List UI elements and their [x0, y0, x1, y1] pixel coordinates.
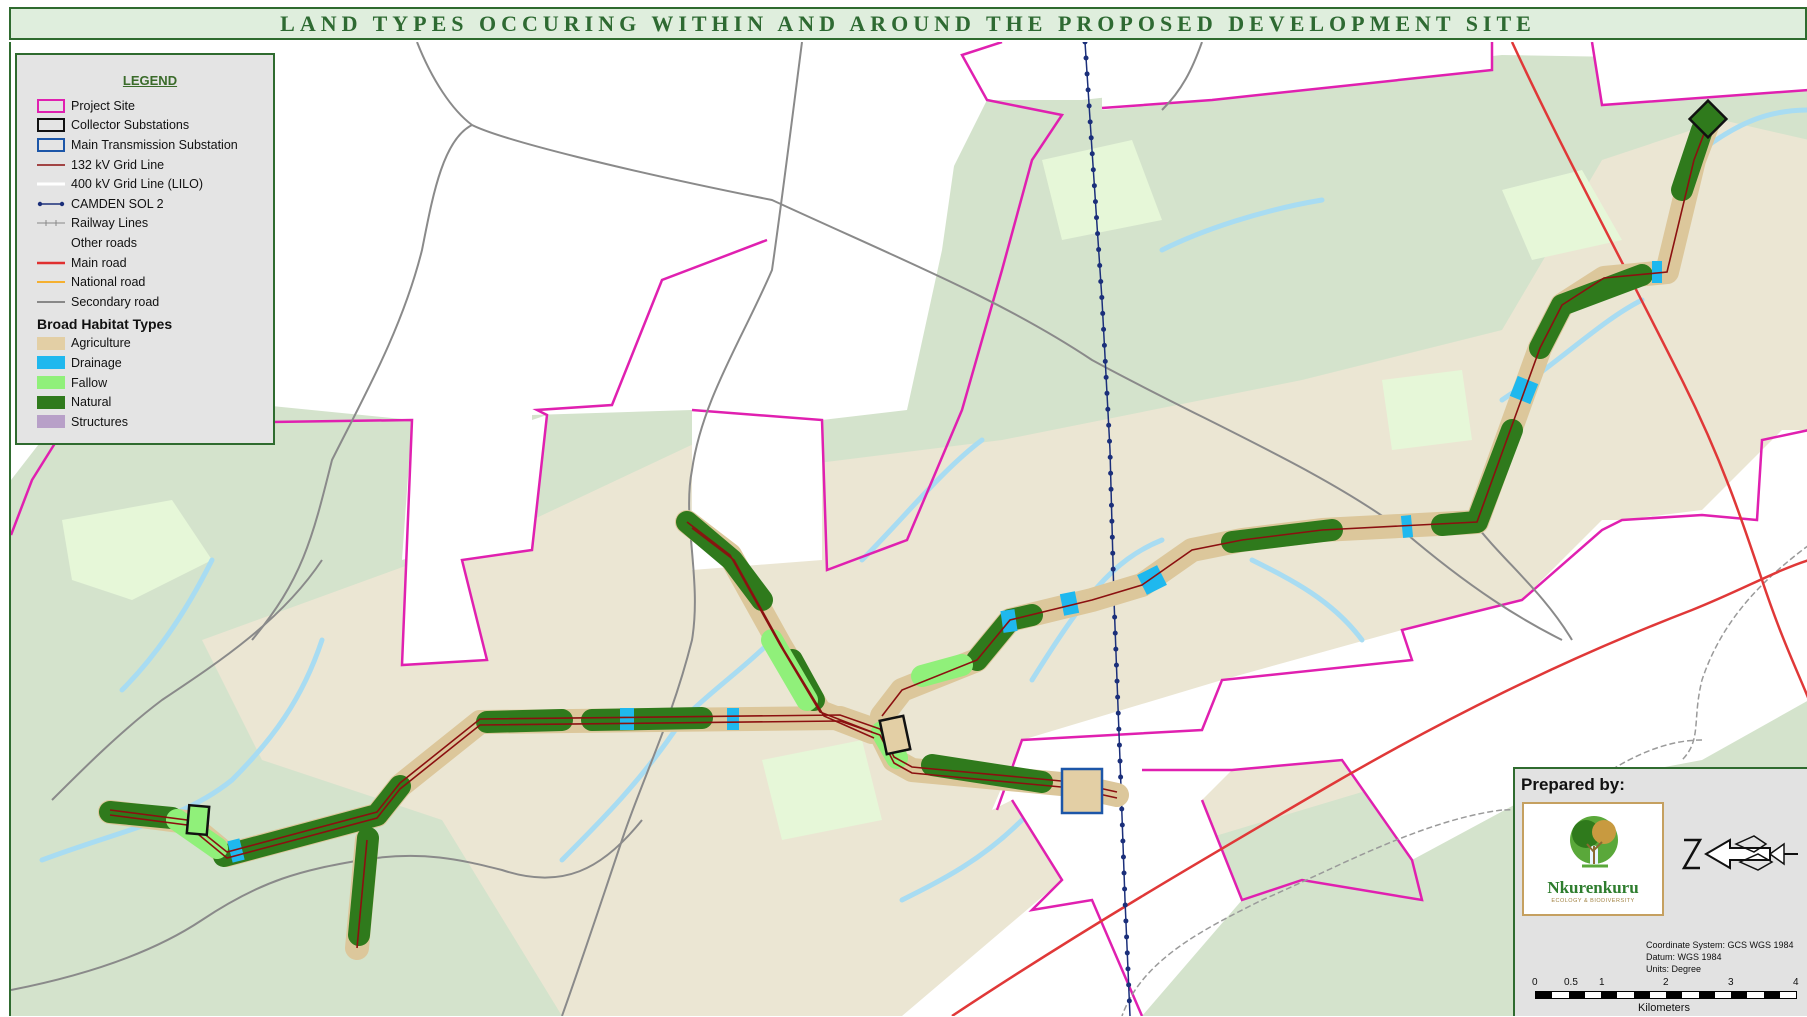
logo-tagline: ECOLOGY & BIODIVERSITY — [1551, 898, 1635, 904]
legend-item-camden: CAMDEN SOL 2 — [37, 194, 263, 214]
map-canvas[interactable] — [9, 42, 1807, 1016]
grid-132kv-swatch — [37, 163, 65, 166]
legend-label: Collector Substations — [71, 118, 190, 133]
coordinate-info: Coordinate System: GCS WGS 1984 Datum: W… — [1646, 939, 1794, 975]
scale-tick: 0.5 — [1564, 977, 1578, 988]
camden-sol-2-swatch — [37, 201, 65, 206]
scale-tick: 1 — [1599, 977, 1605, 988]
legend-label: CAMDEN SOL 2 — [71, 196, 164, 211]
main-road-swatch — [37, 261, 65, 264]
legend-item-collector-substations: Collector Substations — [37, 116, 263, 136]
prepared-by-panel: Prepared by: Nkurenkuru ECOLOGY & BIODIV… — [1513, 767, 1807, 1016]
legend-item-400kv: 400 kV Grid Line (LILO) — [37, 174, 263, 194]
collector-substation-west — [185, 803, 211, 837]
collector-substation-central — [878, 714, 912, 756]
scale-bar-segments — [1535, 991, 1797, 999]
legend-label: Other roads — [71, 235, 138, 250]
fallow-patch — [62, 500, 212, 600]
legend-item-national-road: National road — [37, 272, 263, 292]
prepared-by-label: Prepared by: — [1521, 775, 1625, 794]
structures-swatch — [37, 415, 65, 429]
coord-datum: Datum: WGS 1984 — [1646, 952, 1722, 962]
national-road-swatch — [37, 281, 65, 284]
main-roads — [951, 42, 1807, 1016]
legend-item-other-roads: Other roads — [37, 233, 263, 253]
legend-label: Natural — [71, 395, 112, 410]
map-svg — [11, 42, 1807, 1016]
agriculture-area — [202, 120, 1807, 1016]
excluded-area — [1592, 42, 1807, 105]
legend-item-132kv: 132 kV Grid Line — [37, 155, 263, 175]
scale-tick: 3 — [1728, 977, 1734, 988]
legend-item-main-transmission-substation: Main Transmission Substation — [37, 135, 263, 155]
legend-label: Agriculture — [71, 336, 131, 351]
main-transmission-substation — [1060, 767, 1104, 815]
habitat-heading: Broad Habitat Types — [37, 315, 173, 332]
legend-item-natural: Natural — [37, 392, 263, 412]
project-site-swatch — [37, 98, 65, 113]
coord-units: Units: Degree — [1646, 964, 1702, 974]
fallow-swatch — [37, 376, 65, 390]
legend-label: Drainage — [71, 355, 122, 370]
legend-item-fallow: Fallow — [37, 373, 263, 393]
fallow-patch — [1382, 370, 1472, 450]
map-title: LAND TYPES OCCURING WITHIN AND AROUND TH… — [9, 7, 1807, 40]
grid-line-132kv — [109, 117, 1711, 949]
legend-label: Project Site — [71, 98, 135, 113]
natural-swatch — [37, 395, 65, 409]
legend-item-agriculture: Agriculture — [37, 334, 263, 354]
railway-swatch — [37, 220, 65, 227]
collector-substation-north — [1687, 98, 1729, 140]
fallow-patch — [762, 740, 882, 840]
fallow-patch — [1502, 170, 1622, 260]
legend-label: 400 kV Grid Line (LILO) — [71, 177, 204, 192]
legend-label: Main Transmission Substation — [71, 137, 238, 152]
scale-tick: 4 — [1793, 977, 1799, 988]
legend-label: Structures — [71, 414, 128, 429]
fallow-patch — [1042, 140, 1162, 240]
scale-bar: 0 0.5 1 2 3 4 Kilometers — [1531, 977, 1799, 1017]
legend-label: Railway Lines — [71, 216, 149, 231]
legend-item-drainage: Drainage — [37, 353, 263, 373]
grid-400kv-swatch — [37, 182, 65, 186]
other-roads-swatch — [37, 236, 65, 250]
tree-head-icon — [1570, 816, 1618, 868]
legend-item-secondary-road: Secondary road — [37, 292, 263, 312]
legend-item-project-site: Project Site — [37, 96, 263, 116]
logo-name: Nkurenkuru — [1547, 878, 1639, 897]
nkurenkuru-logo: Nkurenkuru ECOLOGY & BIODIVERSITY — [1522, 802, 1664, 916]
excluded-area — [902, 430, 1807, 1016]
legend-heading: LEGEND — [122, 73, 178, 88]
legend-label: National road — [71, 275, 146, 290]
north-arrow-icon — [1681, 835, 1798, 871]
legend-item-structures: Structures — [37, 412, 263, 432]
secondary-road-swatch — [37, 300, 65, 303]
legend-label: Main road — [71, 255, 127, 270]
excluded-area — [282, 42, 987, 570]
legend-item-main-road: Main road — [37, 253, 263, 273]
legend-label: Secondary road — [71, 294, 160, 309]
agriculture-swatch — [37, 336, 65, 350]
coord-system: Coordinate System: GCS WGS 1984 — [1646, 940, 1794, 950]
scale-tick: 2 — [1663, 977, 1669, 988]
collector-substation-swatch — [37, 118, 65, 133]
legend-item-railway: Railway Lines — [37, 214, 263, 234]
drainage-swatch — [37, 356, 65, 370]
excluded-area — [1102, 42, 1492, 110]
legend-label: Fallow — [71, 375, 108, 390]
scale-unit: Kilometers — [1638, 1002, 1690, 1014]
scale-tick: 0 — [1532, 977, 1538, 988]
transmission-substation-swatch — [37, 137, 65, 152]
legend-label: 132 kV Grid Line — [71, 157, 165, 172]
legend-panel: LEGEND Project Site Collector Substation… — [15, 53, 275, 445]
camden-sol-2-line — [1084, 42, 1131, 1016]
